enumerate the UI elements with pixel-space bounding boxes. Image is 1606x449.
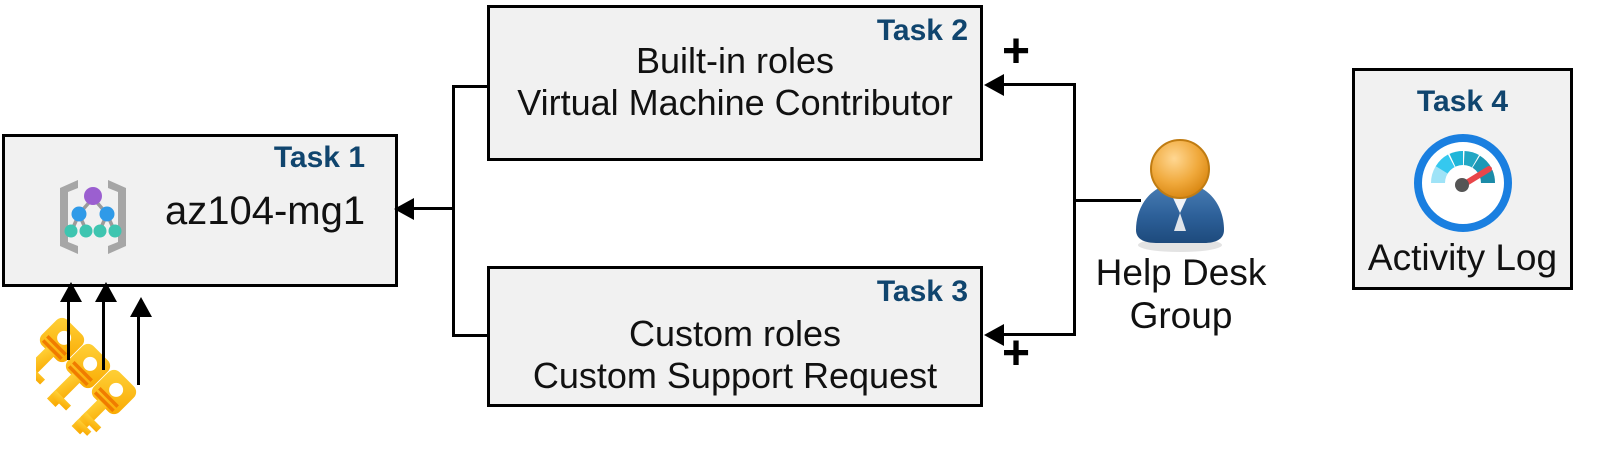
task-1-label: Task 1 (273, 141, 365, 174)
task-4-box[interactable]: Task 4 Activity Log (1352, 68, 1573, 290)
key-arrow-head-3 (130, 297, 152, 317)
activity-log-gauge-icon (1355, 133, 1570, 238)
key-arrow-head-1 (60, 282, 82, 302)
task1-inbound-arrow-line (412, 207, 455, 210)
left-bracket-bottom-branch (452, 334, 490, 337)
key-arrow-head-2 (95, 282, 117, 302)
plus-sign-top: + (1002, 25, 1031, 78)
task-2-box[interactable]: Task 2 Built-in roles Virtual Machine Co… (487, 5, 983, 161)
helpdesk-caption-line-1: Help Desk (1095, 252, 1267, 293)
right-bracket-vertical (1073, 83, 1076, 335)
plus-sign-bottom: + (1002, 327, 1031, 380)
left-bracket-top-branch (452, 85, 490, 88)
task-3-line-1: Custom roles (628, 313, 842, 354)
task-3-body: Custom roles Custom Support Request (490, 313, 980, 398)
key-arrow-line-1 (67, 300, 70, 360)
task-2-line-1: Built-in roles (635, 40, 835, 81)
key-arrow-line-3 (137, 315, 140, 385)
task-2-line-2: Virtual Machine Contributor (517, 82, 953, 124)
task-3-label: Task 3 (876, 275, 968, 308)
user-group-icon (1124, 135, 1236, 255)
task-4-caption: Activity Log (1367, 237, 1558, 278)
task1-inbound-arrow-head (394, 198, 414, 220)
helpdesk-connector (1073, 199, 1141, 202)
task-4-label: Task 4 (1416, 85, 1509, 118)
task-2-label: Task 2 (876, 14, 968, 47)
helpdesk-caption-line-2: Group (1129, 294, 1233, 336)
right-bracket-top-branch (1003, 83, 1076, 86)
keys-icon (20, 310, 156, 449)
task2-inbound-arrow-head (984, 74, 1004, 96)
management-group-name: az104-mg1 (165, 189, 366, 233)
right-bracket-bottom-branch (1003, 333, 1076, 336)
task-3-line-2: Custom Support Request (532, 355, 938, 397)
left-bracket-vertical (452, 85, 455, 337)
task3-inbound-arrow-head (984, 324, 1004, 346)
task-3-box[interactable]: Task 3 Custom roles Custom Support Reque… (487, 266, 983, 407)
helpdesk-caption: Help Desk Group (1078, 252, 1284, 337)
management-group-icon (48, 176, 138, 258)
task-2-body: Built-in roles Virtual Machine Contribut… (490, 40, 980, 125)
key-arrow-line-2 (102, 300, 105, 370)
